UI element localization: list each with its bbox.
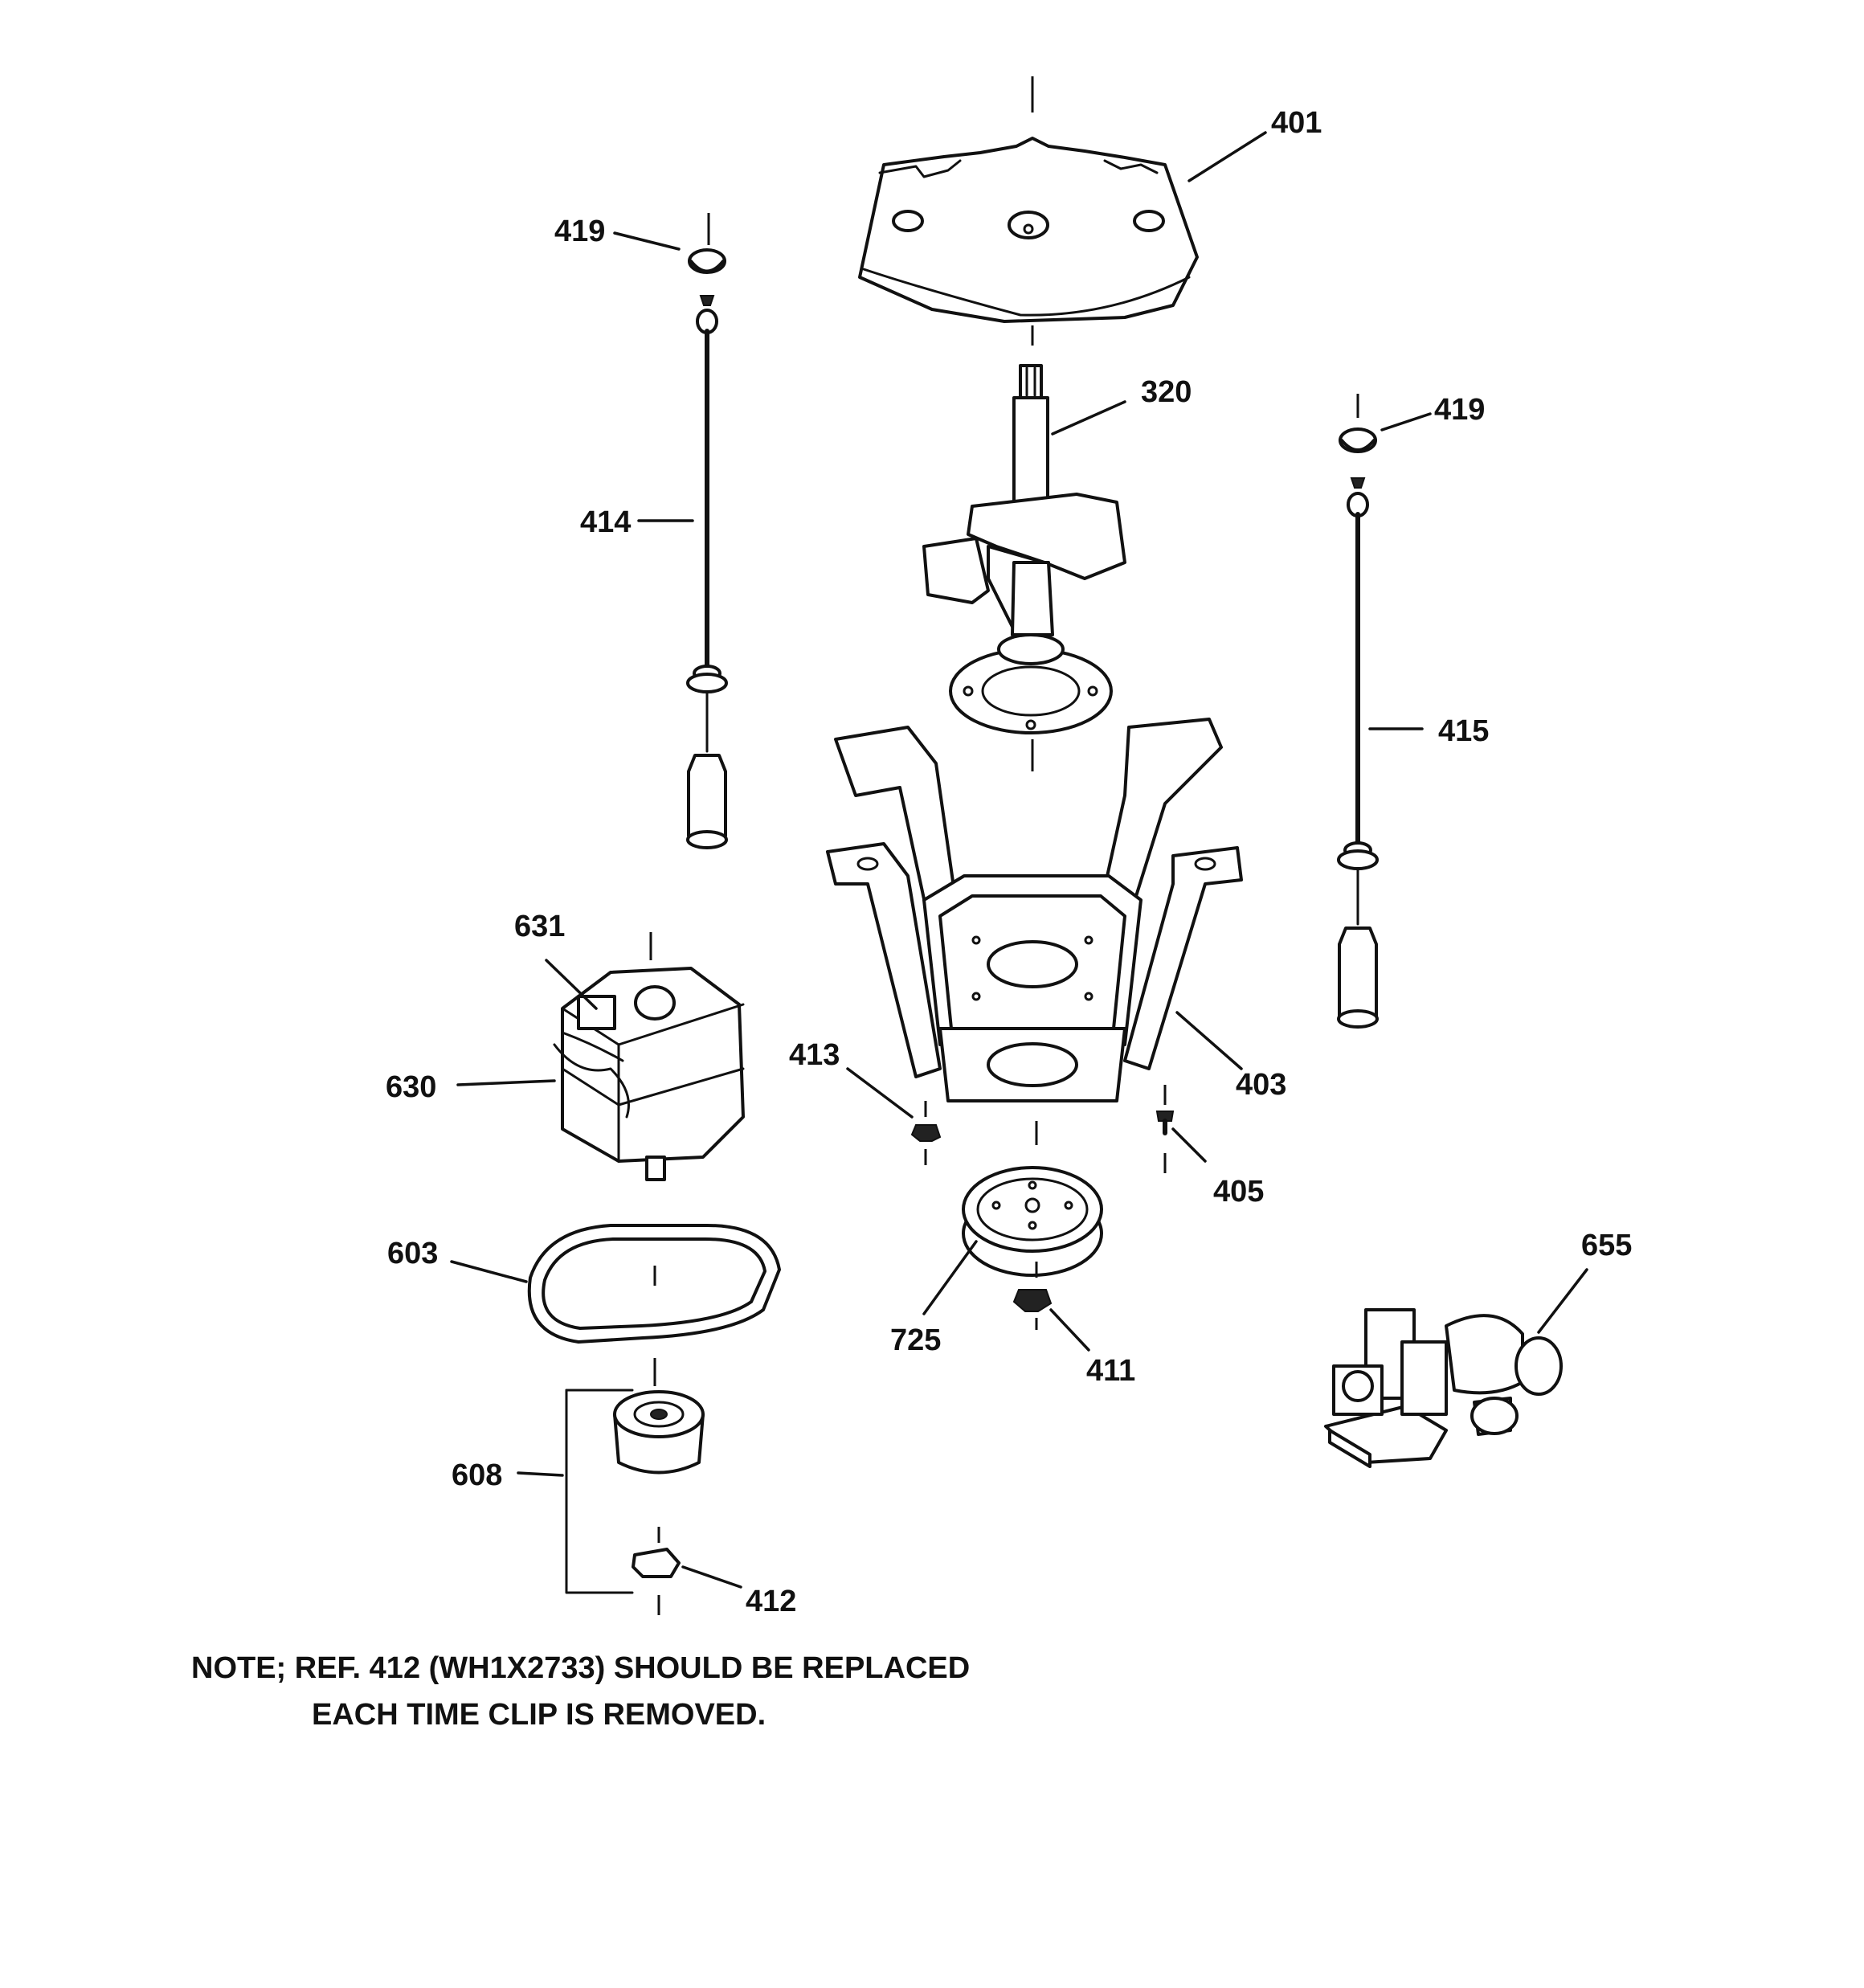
part-419-right-cap	[1339, 394, 1377, 453]
label-630: 630	[386, 1070, 436, 1104]
label-603: 603	[387, 1237, 438, 1270]
part-413-clip	[910, 1101, 942, 1165]
label-414: 414	[580, 505, 631, 539]
part-603-belt	[527, 1224, 781, 1386]
part-414-left-suspension	[686, 295, 728, 849]
label-413: 413	[789, 1038, 840, 1072]
part-608-drive-pulley	[565, 1389, 705, 1594]
label-320: 320	[1141, 375, 1192, 409]
label-419-right: 419	[1434, 393, 1485, 427]
part-630-motor	[553, 932, 745, 1181]
label-631: 631	[514, 910, 565, 943]
part-401-cover	[858, 76, 1199, 346]
part-320-transmission	[922, 364, 1126, 771]
note-line-1: NOTE; REF. 412 (WH1X2733) SHOULD BE REPL…	[191, 1651, 971, 1685]
reference-labels: 401 419 320 419 414 415 631 630 413 403 …	[386, 106, 1632, 1618]
label-412: 412	[746, 1585, 796, 1618]
part-655-pump	[1324, 1308, 1563, 1468]
label-401: 401	[1271, 106, 1322, 140]
label-411: 411	[1086, 1354, 1135, 1388]
label-655: 655	[1581, 1229, 1632, 1262]
label-403: 403	[1236, 1068, 1286, 1102]
label-415: 415	[1438, 714, 1489, 748]
part-412-clip	[632, 1527, 681, 1615]
leader-lines	[450, 131, 1588, 1589]
label-608: 608	[452, 1458, 502, 1492]
label-419-left: 419	[554, 215, 605, 248]
label-725: 725	[890, 1323, 941, 1357]
part-405-screw	[1155, 1085, 1175, 1173]
part-415-right-suspension	[1337, 477, 1379, 1029]
part-403-base-bracket	[826, 718, 1243, 1145]
note-line-2: EACH TIME CLIP IS REMOVED.	[312, 1698, 766, 1732]
part-411-nut	[1012, 1289, 1053, 1330]
part-725-pulley	[962, 1166, 1103, 1278]
part-419-left-cap	[688, 213, 726, 274]
label-405: 405	[1213, 1175, 1264, 1209]
